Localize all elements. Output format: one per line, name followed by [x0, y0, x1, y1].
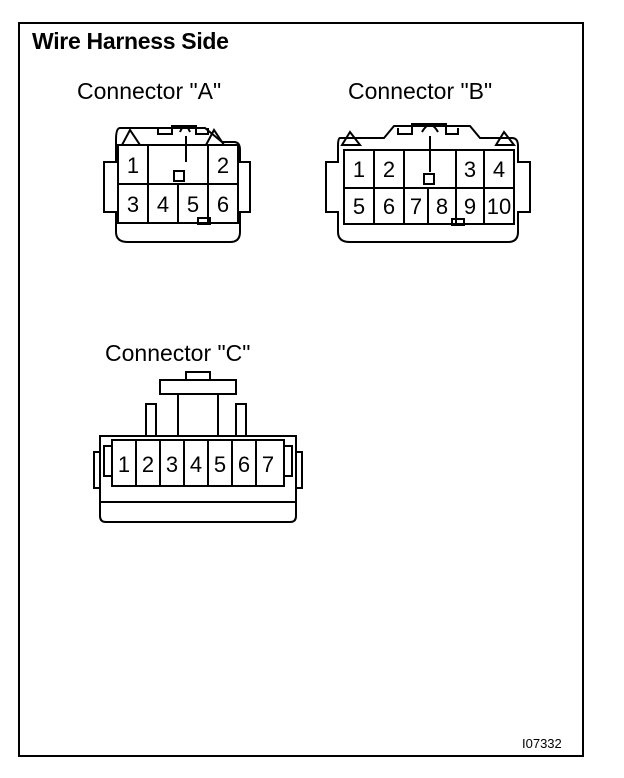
connector-b-pin: 2 — [383, 157, 395, 182]
connector-a-pin: 4 — [157, 192, 169, 217]
connector-b-pin: 5 — [353, 194, 365, 219]
diagram-frame — [18, 22, 584, 757]
connector-c-pin: 3 — [166, 452, 178, 477]
connector-b-label: Connector "B" — [348, 78, 493, 104]
connector-a-pin: 1 — [127, 153, 139, 178]
connector-b-pin: 1 — [353, 157, 365, 182]
connector-a-pin: 5 — [187, 192, 199, 217]
connector-b-pin: 6 — [383, 194, 395, 219]
connector-a-label: Connector "A" — [77, 78, 222, 104]
connector-c-pin: 2 — [142, 452, 154, 477]
diagram-title: Wire Harness Side — [32, 28, 229, 54]
connector-c-pin: 4 — [190, 452, 202, 477]
connector-b-pin: 3 — [464, 157, 476, 182]
connector-b-pin: 9 — [464, 194, 476, 219]
connector-c-pin: 1 — [118, 452, 130, 477]
connector-a-pin: 3 — [127, 192, 139, 217]
connector-a-pin: 6 — [217, 192, 229, 217]
connector-c-pin: 5 — [214, 452, 226, 477]
connector-b-pin: 10 — [487, 194, 511, 219]
connector-c-pin: 7 — [262, 452, 274, 477]
connector-a-pin: 2 — [217, 153, 229, 178]
reference-code: I07332 — [522, 736, 562, 751]
connector-c-pin: 6 — [238, 452, 250, 477]
connector-b-pin: 4 — [493, 157, 505, 182]
connector-b-pin: 8 — [436, 194, 448, 219]
connector-c-label: Connector "C" — [105, 340, 251, 366]
connector-b-pin: 7 — [410, 194, 422, 219]
